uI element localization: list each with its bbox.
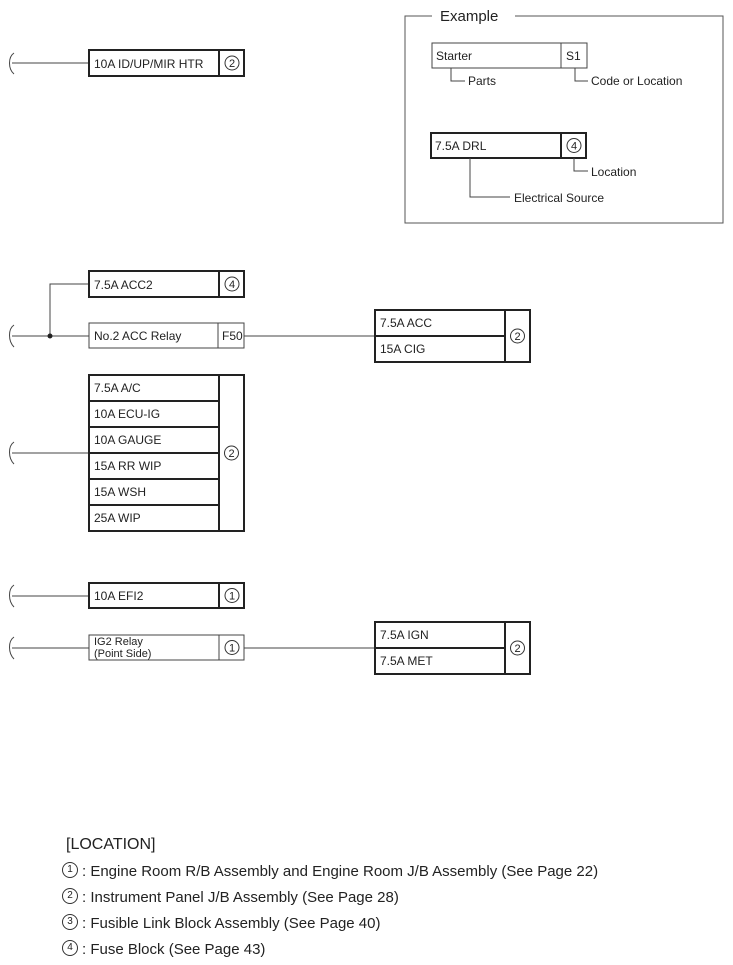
location-number: 1 <box>229 643 235 655</box>
location-legend-item: 2: Instrument Panel J/B Assembly (See Pa… <box>62 885 722 911</box>
location-legend-item: 3: Fusible Link Block Assembly (See Page… <box>62 911 722 937</box>
location-caption: Location <box>591 165 636 179</box>
fuse-label-acc2: 7.5A ACC2 <box>94 278 153 292</box>
wire-branch-acc2 <box>49 283 89 336</box>
parts-leader-line <box>450 68 465 82</box>
location-legend-item: 1: Engine Room R/B Assembly and Engine R… <box>62 859 722 885</box>
location-circle <box>224 445 239 461</box>
fuse-stack-ign: 7.5A IGN 7.5A MET 2 <box>374 621 531 675</box>
fuse-label: 15A RR WIP <box>94 459 161 473</box>
location-number: 2 <box>514 643 520 655</box>
electrical-source-caption: Electrical Source <box>514 191 604 205</box>
location-number: 2 <box>514 331 520 343</box>
wire-break-symbol <box>9 52 15 75</box>
location-description: : Engine Room R/B Assembly and Engine Ro… <box>82 863 599 880</box>
code-location-caption: Code or Location <box>591 74 682 88</box>
location-number: 3 <box>62 914 78 931</box>
example-panel: Example Starter S1 Parts Code or Locatio… <box>404 8 724 224</box>
location-circle <box>224 55 240 71</box>
fuse-label: 7.5A ACC <box>380 316 432 330</box>
wire-break-symbol <box>9 636 15 660</box>
example-parts-code: S1 <box>566 49 581 63</box>
wire-break-symbol <box>9 584 15 608</box>
source-id-up-mir-htr: 10A ID/UP/MIR HTR 2 <box>9 49 245 77</box>
wire-break-symbol <box>9 441 15 465</box>
example-title: Example <box>440 8 498 25</box>
fuse-stack-jb: 7.5A A/C 10A ECU-IG 10A GAUGE 15A RR WIP 15A… <box>88 374 245 532</box>
location-circle <box>224 588 240 603</box>
junction-dot <box>47 333 53 339</box>
relay-box-ig2 <box>88 634 245 661</box>
fuse-label: 7.5A IGN <box>380 628 429 642</box>
location-number: 2 <box>229 58 235 70</box>
fuse-label: 10A EFI2 <box>94 589 144 603</box>
fuse-label: 10A ID/UP/MIR HTR <box>94 57 204 71</box>
location-number: 4 <box>62 940 78 957</box>
fuse-label: 7.5A MET <box>380 654 433 668</box>
location-description: : Fusible Link Block Assembly (See Page … <box>82 915 381 932</box>
fuse-label: 10A ECU-IG <box>94 407 160 421</box>
code-leader-line <box>574 68 588 82</box>
location-description: : Fuse Block (See Page 43) <box>82 941 266 958</box>
location-legend: [LOCATION] 1: Engine Room R/B Assembly a… <box>62 836 722 963</box>
location-number: 2 <box>228 448 234 460</box>
source-acc-group: 7.5A ACC2 4 No.2 ACC Relay F50 7.5A ACC 1… <box>9 270 531 363</box>
fuse-label: 7.5A A/C <box>94 381 141 395</box>
location-number: 1 <box>62 862 78 879</box>
example-location-circle <box>566 138 582 153</box>
example-location-number: 4 <box>571 141 577 153</box>
parts-caption: Parts <box>468 74 496 88</box>
source-efi2: 10A EFI2 1 <box>9 582 245 609</box>
location-legend-item: 4: Fuse Block (See Page 43) <box>62 937 722 963</box>
source-leader-line <box>469 158 510 198</box>
example-parts-name: Starter <box>436 49 472 63</box>
fuse-label: 10A GAUGE <box>94 433 161 447</box>
location-legend-title: [LOCATION] <box>66 836 156 853</box>
location-circle <box>224 640 240 655</box>
location-leader-line <box>573 158 588 172</box>
location-circle <box>510 328 525 344</box>
location-circle <box>224 276 240 292</box>
location-number: 1 <box>229 591 235 603</box>
example-source-name: 7.5A DRL <box>435 139 487 153</box>
fuse-label: 25A WIP <box>94 511 141 525</box>
source-ig2-group: IG2 Relay (Point Side) 1 7.5A IGN 7.5A ME… <box>9 621 531 675</box>
relay-code-acc: F50 <box>222 329 243 343</box>
relay-label-ig2-line2: (Point Side) <box>94 648 151 660</box>
location-number: 4 <box>229 279 235 291</box>
location-number: 2 <box>62 888 78 905</box>
example-frame <box>404 15 724 224</box>
wire-break-symbol <box>9 324 15 348</box>
fuse-label: 15A WSH <box>94 485 146 499</box>
relay-label-ig2-line1: IG2 Relay <box>94 636 143 648</box>
source-jb-group: 7.5A A/C 10A ECU-IG 10A GAUGE 15A RR WIP 15A… <box>9 374 245 532</box>
fuse-label: 15A CIG <box>380 342 425 356</box>
location-description: : Instrument Panel J/B Assembly (See Pag… <box>82 889 399 906</box>
relay-label-acc: No.2 ACC Relay <box>94 329 181 343</box>
location-circle <box>510 640 525 656</box>
fuse-stack-acc: 7.5A ACC 15A CIG 2 <box>374 309 531 363</box>
